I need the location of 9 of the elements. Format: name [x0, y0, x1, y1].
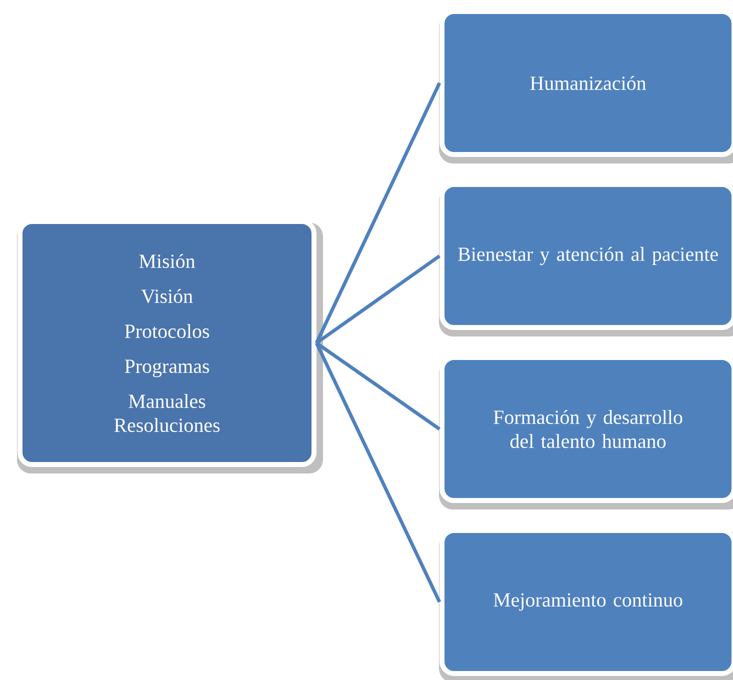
- process-box: Humanización: [439, 9, 733, 164]
- process-box: Formación y desarrollo del talento humano: [439, 355, 733, 510]
- connector-line: [314, 342, 442, 603]
- connector-line: [316, 254, 441, 344]
- process-box: Misión Visión Protocolos Programas Manuales Resoluciones: [17, 219, 323, 474]
- connector-line: [316, 342, 440, 430]
- process-box: Mejoramiento continuo: [439, 528, 733, 680]
- connector-line: [314, 82, 442, 344]
- process-box: Bienestar y atención al paciente: [439, 182, 733, 336]
